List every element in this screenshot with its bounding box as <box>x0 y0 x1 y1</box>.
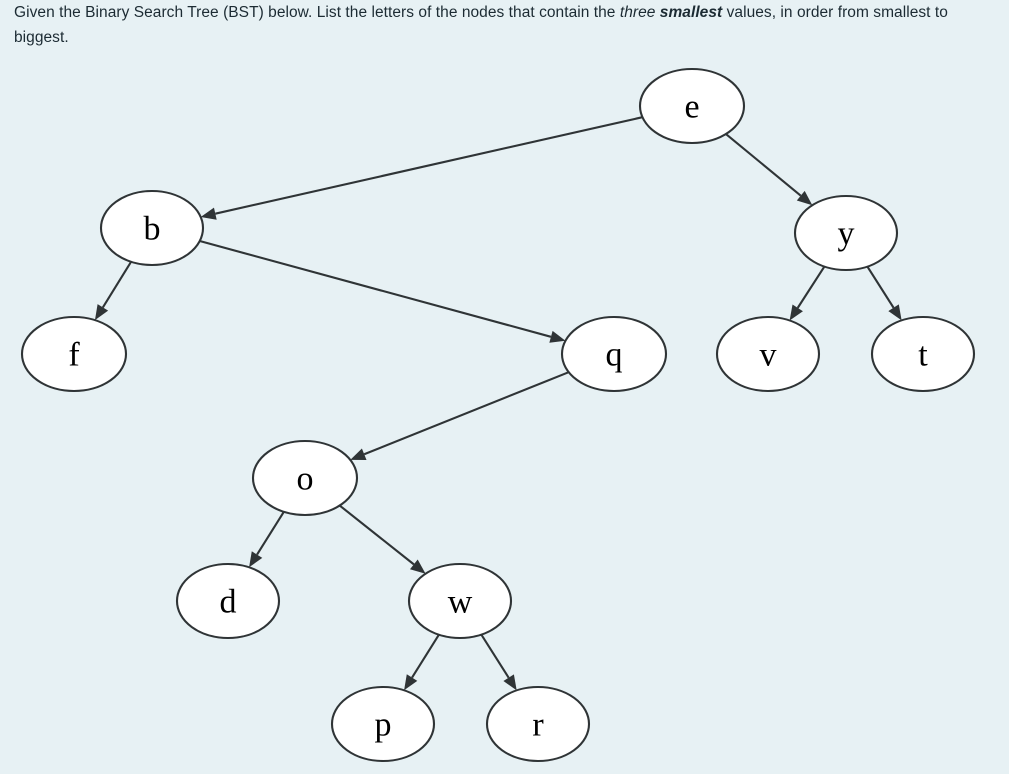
question-text-part2: values, in order from smallest to bigges… <box>14 4 948 46</box>
bst-node-label-p: p <box>375 707 392 744</box>
bst-node-shape-q <box>560 315 668 393</box>
bst-node-label-y: y <box>838 216 855 253</box>
bst-node-p[interactable]: p <box>330 685 436 763</box>
bst-arrowhead-b-q <box>549 330 566 343</box>
bst-edges-layer <box>94 116 902 691</box>
bst-arrowhead-w-p <box>404 674 418 691</box>
bst-node-f[interactable]: f <box>20 315 128 393</box>
bst-arrowhead-q-o <box>350 448 367 460</box>
bst-node-label-v: v <box>760 337 777 374</box>
bst-node-shape-b <box>99 189 205 267</box>
bst-node-r[interactable]: r <box>485 685 591 763</box>
bst-edge-y-v <box>796 265 826 309</box>
bst-edge-b-f <box>101 261 133 308</box>
bst-node-shape-t <box>870 315 976 393</box>
bst-node-w[interactable]: w <box>407 562 513 640</box>
bst-node-label-t: t <box>918 337 928 374</box>
bst-node-b[interactable]: b <box>99 189 205 267</box>
bst-edge-b-q <box>199 240 552 338</box>
bst-node-y[interactable]: y <box>793 194 899 272</box>
bst-nodes-layer: e b y f q v t o d w p r <box>20 67 976 763</box>
bst-edge-w-r <box>480 634 510 679</box>
bst-node-label-b: b <box>144 211 161 248</box>
bst-arrowhead-y-t <box>888 304 902 321</box>
bst-node-q[interactable]: q <box>560 315 668 393</box>
bst-node-shape-f <box>20 315 128 393</box>
bst-node-shape-e <box>638 67 746 145</box>
question-prompt: Given the Binary Search Tree (BST) below… <box>14 0 994 50</box>
bst-node-d[interactable]: d <box>175 562 281 640</box>
question-text-part1: Given the Binary Search Tree (BST) below… <box>14 4 620 21</box>
bst-node-t[interactable]: t <box>870 315 976 393</box>
bst-edge-o-w <box>339 504 415 566</box>
bst-node-label-q: q <box>606 337 623 374</box>
bst-node-shape-p <box>330 685 436 763</box>
bst-edge-e-y <box>725 133 802 197</box>
bst-edge-w-p <box>411 634 440 679</box>
bst-arrowhead-w-r <box>503 674 517 691</box>
bst-node-label-r: r <box>532 707 544 744</box>
bst-node-shape-v <box>715 315 821 393</box>
bst-node-label-f: f <box>68 337 80 374</box>
bst-node-v[interactable]: v <box>715 315 821 393</box>
bst-edge-e-b <box>215 116 643 215</box>
question-emphasis-three: three <box>619 4 656 21</box>
bst-node-shape-r <box>485 685 591 763</box>
bst-arrowhead-y-v <box>789 304 803 321</box>
bst-node-label-e: e <box>684 89 699 126</box>
bst-node-label-w: w <box>448 584 473 621</box>
bst-node-shape-o <box>251 439 359 517</box>
bst-node-o[interactable]: o <box>251 439 359 517</box>
bst-edge-o-d <box>256 511 285 556</box>
bst-node-shape-d <box>175 562 281 640</box>
bst-node-label-d: d <box>220 584 237 621</box>
bst-arrowhead-o-w <box>409 559 426 574</box>
bst-arrowhead-o-d <box>249 551 263 568</box>
bst-arrowhead-e-b <box>200 207 217 220</box>
bst-edge-q-o <box>363 371 570 456</box>
bst-arrowhead-e-y <box>796 190 813 206</box>
bst-node-shape-w <box>407 562 513 640</box>
bst-edge-y-t <box>866 266 895 309</box>
question-emphasis-smallest: smallest <box>659 4 723 21</box>
bst-node-label-o: o <box>297 461 314 498</box>
bst-node-e[interactable]: e <box>638 67 746 145</box>
bst-arrowhead-b-f <box>94 304 109 321</box>
bst-node-shape-y <box>793 194 899 272</box>
